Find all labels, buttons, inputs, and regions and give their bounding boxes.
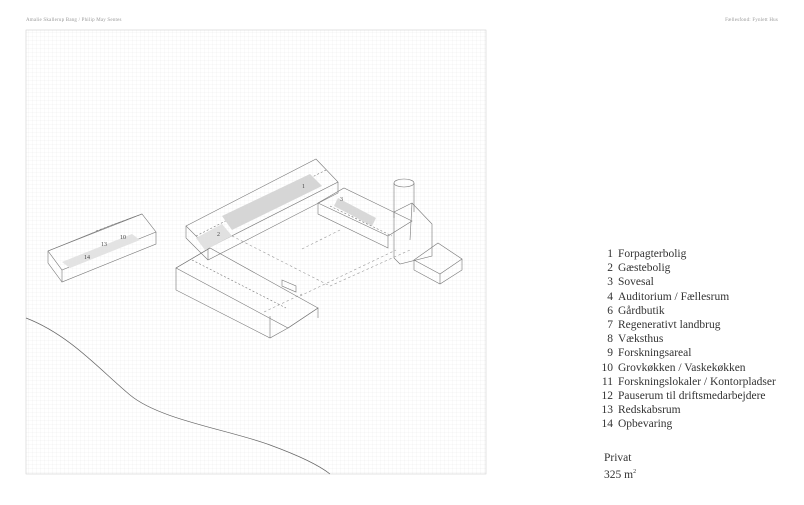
legend-label: Væksthus <box>618 333 664 346</box>
legend-item: 11 Forskningslokaler / Kontorpladser <box>596 375 776 389</box>
legend-number: 6 <box>607 304 613 317</box>
legend-item: 4 Auditorium / Fællesrum <box>596 290 776 304</box>
legend-label: Sovesal <box>618 276 654 289</box>
legend-number: 4 <box>607 290 613 303</box>
legend-number: 13 <box>601 404 614 417</box>
legend-label: Forpagterbolig <box>618 248 687 260</box>
diagram-label-1: 1 <box>302 184 305 190</box>
building-barn <box>175 247 319 339</box>
legend-number: 8 <box>607 333 613 346</box>
legend-number: 10 <box>601 361 614 374</box>
courtyard-outline <box>231 229 411 313</box>
legend-item: 2 Gæstebolig <box>596 261 776 275</box>
building-storage <box>47 213 157 283</box>
legend-number: 1 <box>607 248 613 260</box>
legend-label: Redskabsrum <box>618 404 681 417</box>
legend-label: Gæstebolig <box>618 262 671 275</box>
area-summary: Privat 325 m2 <box>604 451 636 482</box>
diagram-label-3: 3 <box>340 197 343 203</box>
legend-label: Gårdbutik <box>618 304 665 317</box>
legend-item: 6 Gårdbutik <box>596 304 776 318</box>
diagram-label-10: 10 <box>120 235 126 241</box>
legend-number: 12 <box>601 389 614 402</box>
legend-label: Regenerativt landbrug <box>618 318 721 331</box>
legend-item: 10 Grovkøkken / Vaskekøkken <box>596 361 776 375</box>
legend-label: Opbevaring <box>618 418 673 431</box>
building-center <box>393 202 433 265</box>
summary-title: Privat <box>604 452 632 464</box>
legend-item: 13 Redskabsrum <box>596 403 776 417</box>
diagram-label-13: 13 <box>101 242 107 248</box>
legend-item: 1 Forpagterbolig <box>596 247 776 261</box>
legend-label: Forskningslokaler / Kontorpladser <box>618 375 776 388</box>
legend-item: 9 Forskningsareal <box>596 346 776 360</box>
header-project: Fællesfond: Fynlett Hus <box>725 18 778 23</box>
area-value: 325 m <box>604 468 634 481</box>
building-main <box>185 158 339 261</box>
legend-number: 11 <box>601 375 613 388</box>
legend-number: 14 <box>601 418 614 431</box>
legend-label: Pauserum til driftsmedarbejdere <box>618 389 766 402</box>
legend-number: 7 <box>607 318 613 331</box>
legend-number: 2 <box>607 262 613 275</box>
legend-item: 7 Regenerativt landbrug <box>596 318 776 332</box>
summary-area: 325 m2 <box>604 465 636 482</box>
diagram-label-14: 14 <box>84 255 90 261</box>
legend-label: Grovkøkken / Vaskekøkken <box>618 361 746 374</box>
terrain-line <box>25 317 331 475</box>
legend-number: 9 <box>607 347 613 360</box>
legend-label: Auditorium / Fællesrum <box>618 290 730 303</box>
legend-item: 3 Sovesal <box>596 275 776 289</box>
header-authors: Amalie Skallerup Bang / Philip May Sente… <box>26 18 122 23</box>
building-dormitory <box>317 187 413 249</box>
legend-item: 14 Opbevaring <box>596 417 776 431</box>
legend-item: 12 Pauserum til driftsmedarbejdere <box>596 389 776 403</box>
legend-number: 3 <box>607 276 613 289</box>
legend-label: Forskningsareal <box>618 347 692 360</box>
legend-item: 8 Væksthus <box>596 332 776 346</box>
diagram-label-2: 2 <box>217 232 220 238</box>
building-annex <box>413 242 463 285</box>
area-unit-exponent: 2 <box>633 469 637 475</box>
legend: 1 Forpagterbolig 2 Gæstebolig 3 Sovesal 4 Au… <box>596 247 776 431</box>
